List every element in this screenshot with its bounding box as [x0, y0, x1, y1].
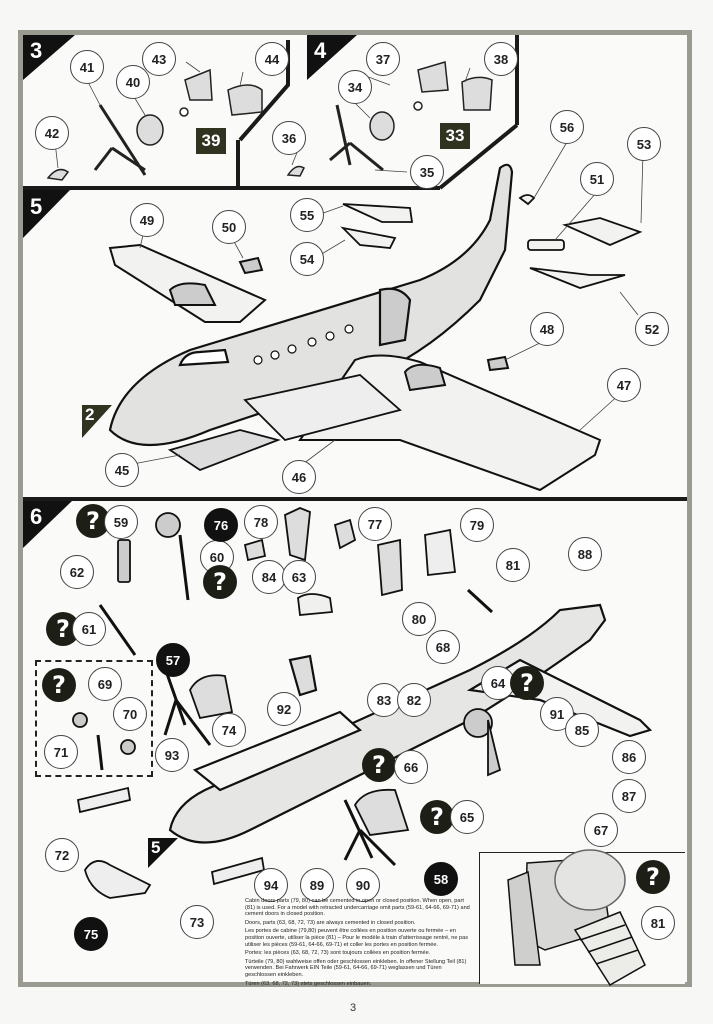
- part-callout: 50: [212, 210, 246, 244]
- part-callout: 81: [641, 906, 675, 940]
- part-callout: 41: [70, 50, 104, 84]
- part-callout: 56: [550, 110, 584, 144]
- note-english-2: Doors, parts (63, 68, 72, 73) are always…: [245, 919, 416, 926]
- part-callout: 87: [612, 779, 646, 813]
- part-callout: 44: [255, 42, 289, 76]
- part-callout: 72: [45, 838, 79, 872]
- part-callout: 45: [105, 453, 139, 487]
- part-callout: 34: [338, 70, 372, 104]
- part-callout: 42: [35, 116, 69, 150]
- part-callout: 83: [367, 683, 401, 717]
- part-callout: 59: [104, 505, 138, 539]
- part-callout: 38: [484, 42, 518, 76]
- part-callout: 43: [142, 42, 176, 76]
- part-callout: 71: [44, 735, 78, 769]
- part-callout: 36: [272, 121, 306, 155]
- part-callout: 84: [252, 560, 286, 594]
- part-callout: 81: [496, 548, 530, 582]
- part-callout: 35: [410, 155, 444, 189]
- note-german-2: Türen (63, 68, 72, 73) stets geschlossen…: [245, 980, 372, 987]
- part-callout: 67: [584, 813, 618, 847]
- part-callout: 40: [116, 65, 150, 99]
- part-callout: 53: [627, 127, 661, 161]
- part-callout: 51: [580, 162, 614, 196]
- part-callout: 55: [290, 198, 324, 232]
- part-callout: 70: [113, 697, 147, 731]
- retracted-gear-box: [35, 660, 153, 777]
- part-callout: 77: [358, 507, 392, 541]
- part-callout: 89: [300, 868, 334, 902]
- part-callout: 85: [565, 713, 599, 747]
- part-callout: 64: [481, 666, 515, 700]
- part-callout: 86: [612, 740, 646, 774]
- part-callout: 61: [72, 612, 106, 646]
- note-french-1: Les portes de cabine (79,80) peuvent êtr…: [245, 928, 469, 948]
- note-french-2: Portes: les pièces (63, 68, 72, 73) sont…: [245, 950, 431, 957]
- divider-step4-right: [515, 35, 519, 125]
- part-callout: 63: [282, 560, 316, 594]
- part-callout: 79: [460, 508, 494, 542]
- page-number: 3: [350, 1002, 357, 1014]
- note-english-1: Cabin doors parts (79, 80) can be cement…: [245, 898, 470, 918]
- optional-part-icon: ?: [510, 666, 544, 700]
- paint-ref-badge-33: 33: [440, 123, 470, 149]
- part-callout: 52: [635, 312, 669, 346]
- part-callout: 90: [346, 868, 380, 902]
- part-callout: 93: [155, 738, 189, 772]
- part-callout: 80: [402, 602, 436, 636]
- part-callout: 94: [254, 868, 288, 902]
- assembly-notes: Cabin doors parts (79, 80) can be cement…: [245, 898, 473, 989]
- part-callout-dark: 57: [156, 643, 190, 677]
- part-callout: 48: [530, 312, 564, 346]
- part-callout-dark: 58: [424, 862, 458, 896]
- divider-step3-step4: [236, 140, 240, 188]
- part-callout: 88: [568, 537, 602, 571]
- part-callout: 46: [282, 460, 316, 494]
- part-callout-dark: 76: [204, 508, 238, 542]
- optional-part-icon: ?: [362, 748, 396, 782]
- part-callout: 49: [130, 203, 164, 237]
- part-callout: 66: [394, 750, 428, 784]
- optional-part-icon: ?: [46, 612, 80, 646]
- part-callout: 92: [267, 692, 301, 726]
- optional-part-icon: ?: [636, 860, 670, 894]
- optional-part-icon: ?: [42, 668, 76, 702]
- part-callout: 73: [180, 905, 214, 939]
- part-callout-dark: 75: [74, 917, 108, 951]
- paint-ref-badge-39: 39: [196, 128, 226, 154]
- part-callout: 78: [244, 505, 278, 539]
- reference-step-5: 5: [151, 838, 161, 857]
- part-callout: 65: [450, 800, 484, 834]
- part-callout: 54: [290, 242, 324, 276]
- divider-step5-step6: [23, 497, 687, 501]
- step-number-3: 3: [30, 38, 43, 63]
- part-callout: 37: [366, 42, 400, 76]
- optional-part-icon: ?: [420, 800, 454, 834]
- part-callout: 82: [397, 683, 431, 717]
- step-number-5: 5: [30, 194, 43, 219]
- divider-step4-bottom: [238, 186, 440, 190]
- step-number-6: 6: [30, 504, 43, 529]
- part-callout: 68: [426, 630, 460, 664]
- part-callout: 47: [607, 368, 641, 402]
- divider-step3-step5: [23, 186, 238, 190]
- part-callout: 62: [60, 555, 94, 589]
- part-callout: 74: [212, 713, 246, 747]
- optional-part-icon: ?: [203, 565, 237, 599]
- note-german-1: Türteile (79, 80) wahlweise offen oder g…: [245, 958, 467, 978]
- reference-step-2: 2: [85, 405, 95, 424]
- step-number-4: 4: [314, 38, 327, 63]
- part-callout: 69: [88, 667, 122, 701]
